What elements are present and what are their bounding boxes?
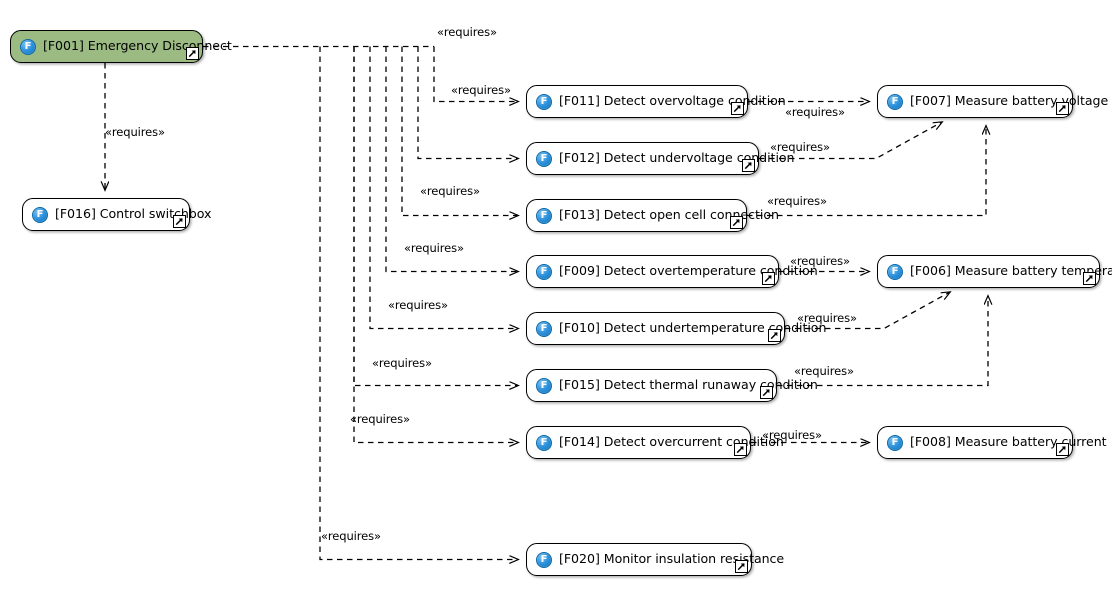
node-f013[interactable]: [F013] Detect open cell connection	[526, 199, 779, 232]
node-f009[interactable]: [F009] Detect overtemperature condition	[526, 255, 818, 288]
open-in-new-window-icon[interactable]	[760, 386, 773, 399]
node-label: [F001] Emergency Disconnect	[43, 38, 232, 54]
node-label: [F008] Measure battery current	[910, 434, 1107, 450]
node-label: [F020] Monitor insulation resistance	[559, 551, 785, 567]
edge-label-f001-f011b: «requires»	[451, 83, 511, 97]
function-icon	[887, 263, 903, 280]
function-icon	[536, 207, 552, 224]
open-in-new-window-icon[interactable]	[173, 215, 186, 228]
edge-label-f001-f009: «requires»	[388, 298, 448, 312]
function-icon	[887, 434, 903, 451]
node-f010[interactable]: [F010] Detect undertemperature condition	[526, 312, 826, 345]
open-in-new-window-icon[interactable]	[735, 560, 748, 573]
function-icon	[887, 93, 903, 110]
node-f011[interactable]: [F011] Detect overvoltage condition	[526, 85, 786, 118]
open-in-new-window-icon[interactable]	[734, 443, 747, 456]
node-label: [F012] Detect undervoltage condition	[559, 150, 795, 166]
function-icon	[536, 263, 552, 280]
node-f016[interactable]: [F016] Control switchbox	[22, 198, 211, 231]
edge-label-f001-f016: «requires»	[105, 125, 165, 139]
function-icon	[536, 320, 552, 337]
edge-label-f010-f006: «requires»	[797, 311, 857, 325]
node-label: [F014] Detect overcurrent condition	[559, 434, 784, 450]
edge-f001-f009	[385, 46, 518, 272]
node-f007[interactable]: [F007] Measure battery voltage	[877, 85, 1108, 118]
node-label: [F011] Detect overvoltage condition	[559, 93, 786, 109]
node-f020[interactable]: [F020] Monitor insulation resistance	[526, 543, 784, 576]
node-f006[interactable]: [F006] Measure battery temperature	[877, 255, 1112, 288]
node-f015[interactable]: [F015] Detect thermal runaway condition	[526, 369, 818, 402]
node-label: [F009] Detect overtemperature condition	[559, 263, 818, 279]
edge-label-f015-f006: «requires»	[794, 364, 854, 378]
edge-label-f001-f020: «requires»	[321, 529, 381, 543]
function-icon	[536, 93, 552, 110]
edge-label-f001-f015: «requires»	[350, 412, 410, 426]
node-label: [F015] Detect thermal runaway condition	[559, 377, 818, 393]
node-f012[interactable]: [F012] Detect undervoltage condition	[526, 142, 795, 175]
open-in-new-window-icon[interactable]	[762, 272, 775, 285]
node-label: [F007] Measure battery voltage	[910, 93, 1109, 109]
function-icon	[536, 551, 552, 568]
edge-label-f001-f010: «requires»	[372, 356, 432, 370]
function-icon	[20, 38, 36, 55]
open-in-new-window-icon[interactable]	[186, 47, 199, 60]
open-in-new-window-icon[interactable]	[730, 216, 743, 229]
node-f014[interactable]: [F014] Detect overcurrent condition	[526, 426, 784, 459]
function-icon	[536, 150, 552, 167]
edge-f001-f015	[353, 46, 518, 386]
edge-label-f014-f008: «requires»	[762, 428, 822, 442]
node-label: [F016] Control switchbox	[55, 206, 212, 222]
node-label: [F013] Detect open cell connection	[559, 207, 779, 223]
open-in-new-window-icon[interactable]	[1056, 102, 1069, 115]
function-icon	[536, 377, 552, 394]
open-in-new-window-icon[interactable]	[742, 159, 755, 172]
edge-f001-f012	[417, 46, 518, 159]
function-icon	[32, 206, 48, 223]
node-label: [F006] Measure battery temperature	[910, 263, 1112, 279]
open-in-new-window-icon[interactable]	[731, 102, 744, 115]
edge-label-f001-f011: «requires»	[437, 25, 497, 39]
node-label: [F010] Detect undertemperature condition	[559, 320, 827, 336]
function-icon	[536, 434, 552, 451]
open-in-new-window-icon[interactable]	[768, 329, 781, 342]
edge-label-f013-f007: «requires»	[767, 194, 827, 208]
open-in-new-window-icon[interactable]	[1056, 443, 1069, 456]
edge-label-f009-f006: «requires»	[790, 254, 850, 268]
edge-label-f011-f007: «requires»	[785, 105, 845, 119]
edge-label-f012-f007: «requires»	[770, 140, 830, 154]
edge-label-f001-f013: «requires»	[404, 241, 464, 255]
edge-label-f001-f012: «requires»	[420, 184, 480, 198]
node-f008[interactable]: [F008] Measure battery current	[877, 426, 1107, 459]
open-in-new-window-icon[interactable]	[1083, 272, 1096, 285]
node-f001[interactable]: [F001] Emergency Disconnect	[10, 30, 232, 63]
